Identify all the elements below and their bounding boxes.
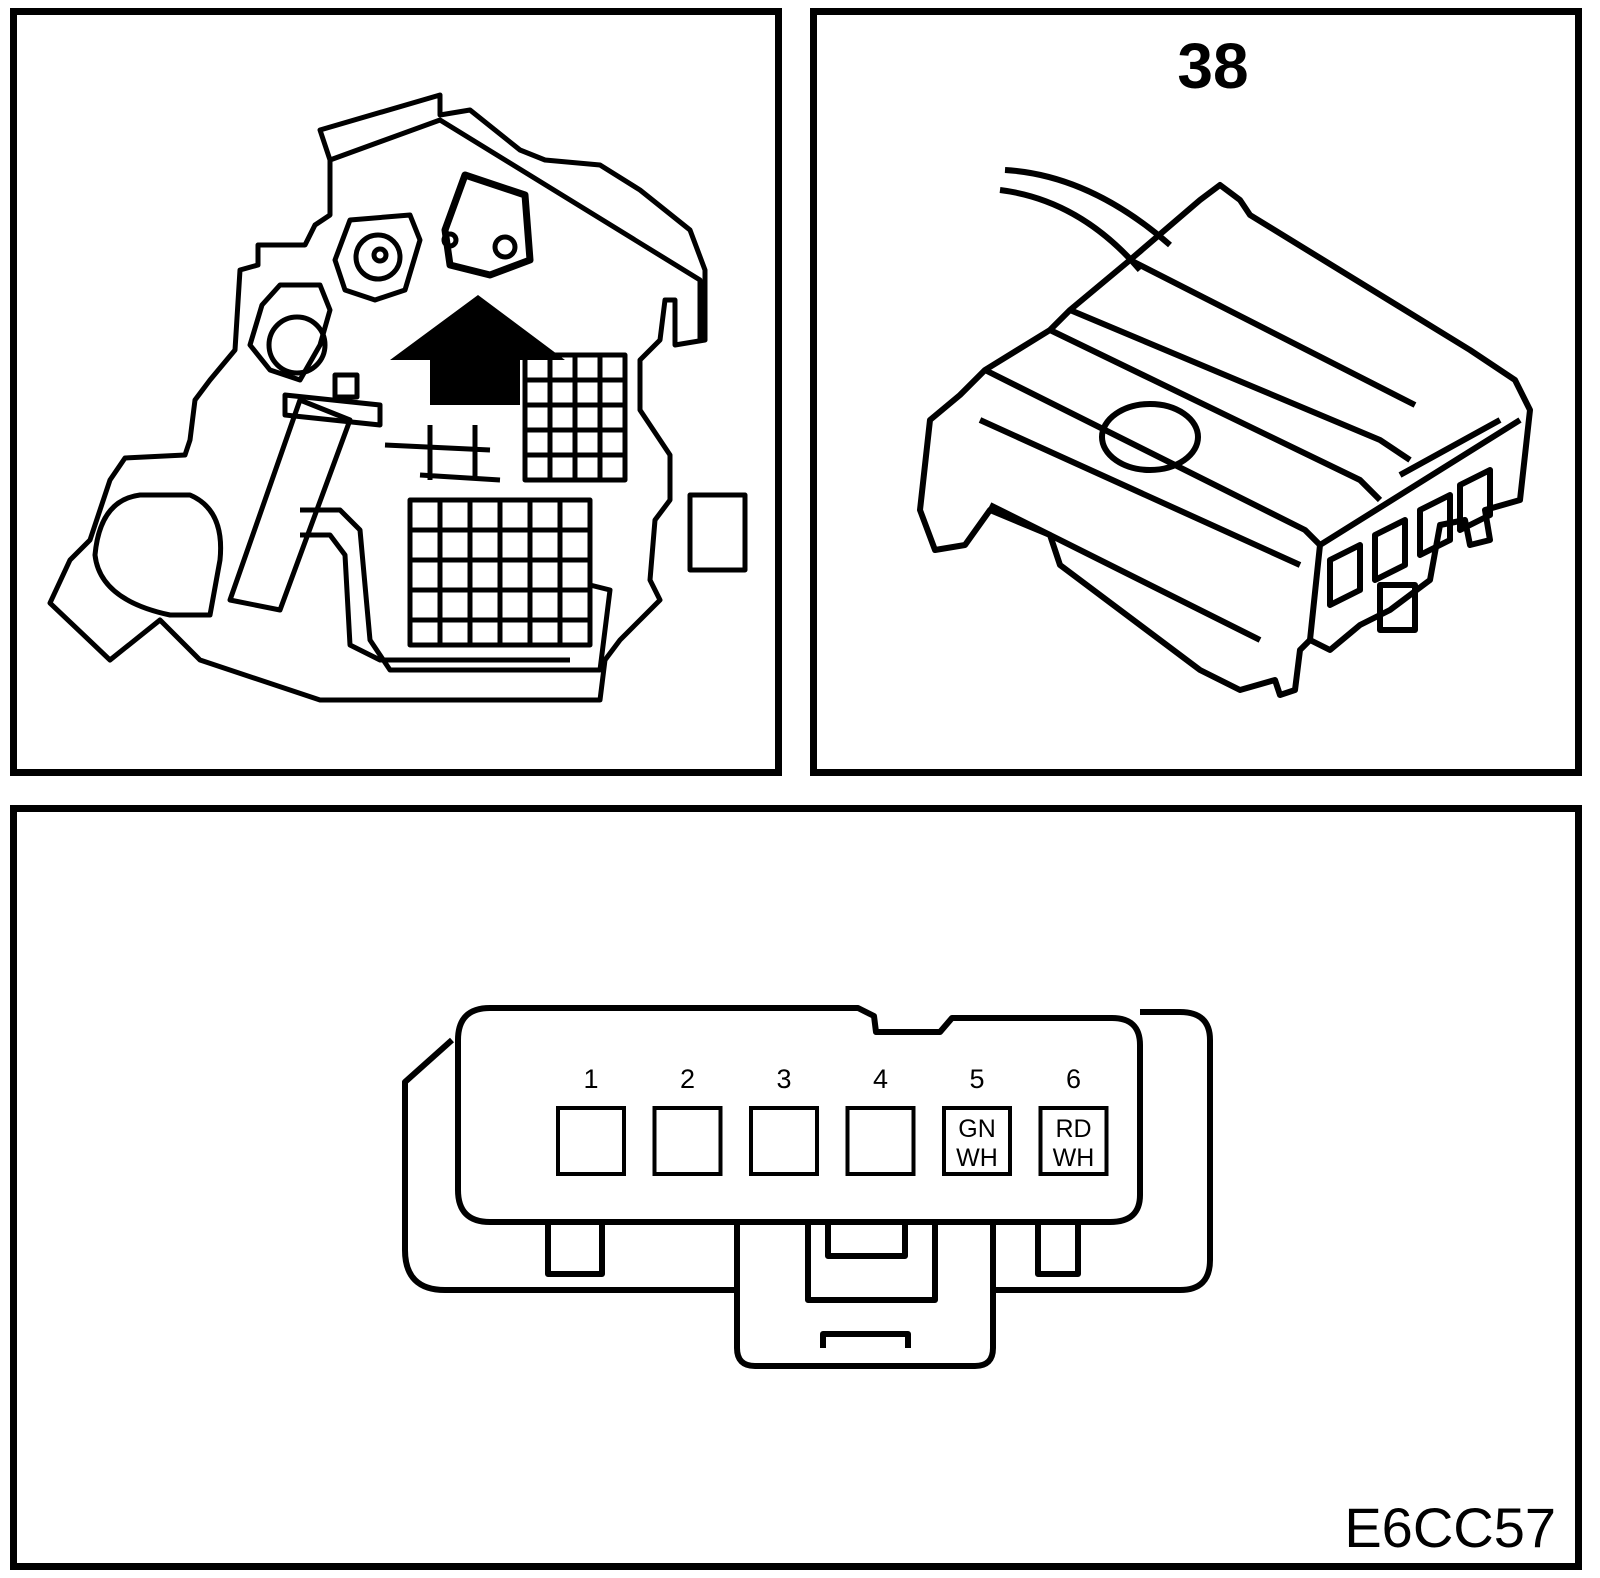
evaporator-grid-upper (522, 352, 628, 483)
pin-number-1: 1 (583, 1064, 598, 1094)
connector-shroud (402, 1009, 1213, 1369)
pin-cavity-1 (556, 1106, 626, 1176)
pipe-flange (282, 392, 383, 428)
front-cavities (1327, 467, 1493, 608)
wire-color-top-5: GN (958, 1115, 996, 1143)
tab-center-outer (805, 1222, 938, 1303)
connector-number-label: 38 (1177, 30, 1249, 102)
wire-color-top-6: RD (1055, 1115, 1091, 1143)
pin-cavity-4 (845, 1106, 916, 1176)
pinout-panel (10, 805, 1582, 1570)
housing-lower-lobe (92, 492, 224, 618)
figure-code: E6CC57 (1344, 1496, 1556, 1559)
blend-motor (441, 171, 534, 279)
connector-front-face (1307, 417, 1522, 641)
actuator-upper (332, 212, 423, 303)
pin-number-5: 5 (969, 1064, 984, 1094)
pipe-loop-inner (300, 532, 570, 663)
actuator-lower (247, 282, 333, 383)
pipe-vertical (227, 397, 353, 613)
latch-notch (820, 1331, 911, 1348)
wire-color-bottom-5: WH (956, 1144, 998, 1172)
pipe-loop-outer (300, 507, 613, 673)
hvac-housing-outline (47, 92, 708, 703)
connector-view-panel (810, 8, 1582, 776)
evaporator-grid-lower (407, 497, 593, 648)
top-duct (329, 117, 703, 340)
pin-number-6: 6 (1066, 1064, 1081, 1094)
side-box (687, 492, 748, 573)
tab-right (1035, 1222, 1081, 1277)
pin-cavity-6 (1038, 1106, 1109, 1176)
pin-cavity-3 (749, 1106, 819, 1176)
pin-cavity-5 (942, 1106, 1012, 1176)
location-arrow (390, 295, 565, 405)
latch-oval (1099, 401, 1201, 473)
pin-number-4: 4 (873, 1064, 888, 1094)
wire-color-bottom-6: WH (1053, 1144, 1095, 1172)
connector-face (455, 1005, 1143, 1225)
pin-number-3: 3 (776, 1064, 791, 1094)
bottom-latch (1377, 582, 1418, 633)
pin-number-2: 2 (680, 1064, 695, 1094)
tab-left (545, 1222, 605, 1277)
pin-cavity-2 (652, 1106, 723, 1176)
wire-harness (1004, 167, 1172, 248)
tab-center-inner (825, 1222, 908, 1259)
